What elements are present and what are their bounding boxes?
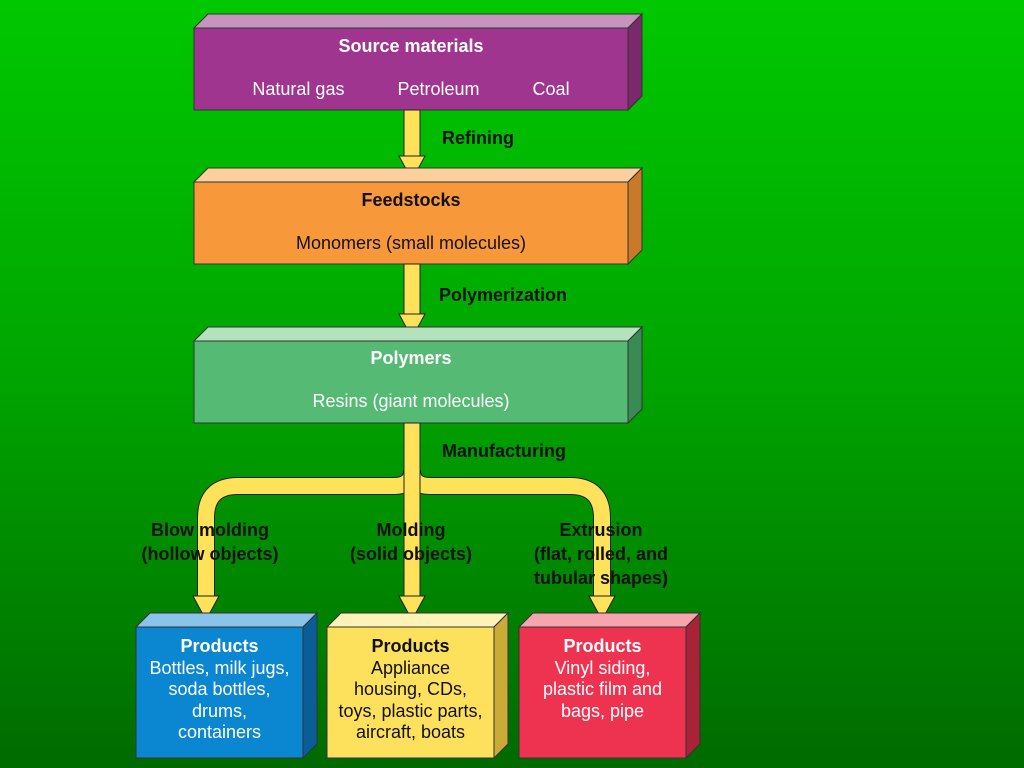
step-manufacturing: Manufacturing (442, 441, 566, 461)
branch-extrusion-line1: Extrusion (559, 520, 643, 540)
product-molding: Products Appliance housing, CDs, toys, p… (322, 636, 499, 744)
feedstocks-title: Feedstocks (361, 190, 461, 210)
product-extrusion-title: Products (563, 636, 642, 656)
product-blow-molding-line2: soda bottles, (168, 679, 271, 699)
product-extrusion: Products Vinyl siding, plastic film and … (519, 636, 686, 722)
polymers-title: Polymers (370, 348, 452, 368)
product-blow-molding-line3: drums, (191, 700, 247, 721)
branch-extrusion: Extrusion (flat, rolled, and tubular sha… (491, 518, 711, 590)
step-refining: Refining (442, 128, 514, 148)
source-item-petroleum: Petroleum (397, 79, 480, 99)
product-molding-line1: Appliance (370, 657, 451, 678)
manufacturing-arrows (192, 422, 616, 622)
product-box-yellow (325, 611, 510, 760)
source-item-coal: Coal (532, 79, 570, 99)
branch-molding-line2: (solid objects) (349, 544, 472, 564)
polymers-subtitle: Resins (giant molecules) (312, 391, 510, 411)
branch-extrusion-line3: tubular shapes) (533, 568, 669, 588)
feedstocks-subtitle: Monomers (small molecules) (295, 233, 527, 253)
branch-blow-molding: Blow molding (hollow objects) (110, 518, 310, 566)
product-box-blue (134, 611, 319, 760)
branch-blow-molding-line2: (hollow objects) (141, 544, 279, 564)
branch-extrusion-line2: (flat, rolled, and (533, 544, 668, 564)
branch-molding: Molding (solid objects) (311, 518, 511, 566)
polymerization-arrow (398, 263, 426, 340)
branch-molding-line1: Molding (376, 520, 446, 540)
source-item-natural-gas: Natural gas (252, 79, 345, 99)
product-extrusion-line3: bags, pipe (560, 700, 645, 721)
product-extrusion-line2: plastic film and (542, 679, 663, 699)
product-molding-line4: aircraft, boats (355, 722, 466, 742)
product-box-red (517, 611, 702, 760)
source-title: Source materials (338, 36, 484, 56)
product-blow-molding-line1: Bottles, milk jugs, (149, 657, 290, 678)
product-molding-line2: housing, CDs, (353, 679, 468, 699)
product-blow-molding-title: Products (180, 636, 259, 656)
product-extrusion-line1: Vinyl siding, (554, 657, 651, 678)
product-blow-molding-line4: containers (177, 722, 262, 742)
feedstocks-box (192, 166, 644, 266)
product-blow-molding: Products Bottles, milk jugs, soda bottle… (136, 636, 303, 744)
branch-blow-molding-line1: Blow molding (151, 520, 269, 540)
product-molding-line3: toys, plastic parts, (338, 700, 483, 721)
step-polymerization: Polymerization (439, 285, 568, 305)
source-items: Natural gas Petroleum Coal (194, 79, 628, 99)
source-materials-box (192, 12, 644, 112)
product-molding-title: Products (371, 636, 450, 656)
